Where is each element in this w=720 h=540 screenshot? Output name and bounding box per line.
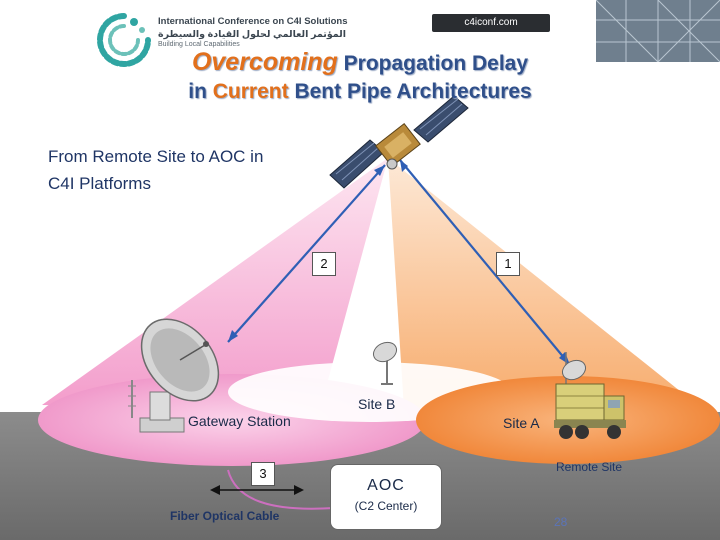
hop-2-label: 2: [312, 252, 336, 276]
header-decoration: [596, 0, 720, 62]
page-number: 28: [554, 515, 568, 529]
fiber-arrow-right: [294, 485, 304, 495]
link-2-arrow-up: [374, 165, 385, 176]
subtitle-line1: From Remote Site to AOC in: [48, 147, 264, 166]
slide-title-line1: Overcoming Propagation Delay: [0, 48, 720, 77]
fiber-optical-cable-label: Fiber Optical Cable: [170, 509, 280, 523]
site-b-dish-icon: [372, 341, 398, 385]
conference-name-en: International Conference on C4I Solution…: [158, 16, 348, 27]
site-a-label: Site A: [503, 415, 540, 431]
gateway-station-label: Gateway Station: [188, 413, 291, 429]
fiber-cable: [227, 469, 335, 510]
link-1: [399, 159, 571, 366]
title-pre-line2: in: [188, 80, 213, 103]
conference-tagline: Building Local Capabilities: [158, 41, 240, 48]
title-rest-line2: Bent Pipe Architectures: [288, 80, 532, 103]
gateway-beam: [42, 158, 388, 410]
link-2: [227, 164, 386, 343]
conference-name-ar: المؤتمر العالمي لحلول القيادة والسيطرة: [158, 29, 346, 40]
link-1-arrow-up: [400, 160, 408, 172]
aoc-title: AOC: [367, 477, 405, 494]
title-highlight-overcoming: Overcoming: [191, 48, 338, 76]
remote-vehicle-icon: [554, 352, 626, 439]
link-1-arrow-down: [559, 352, 570, 365]
subtitle-line2: C4I Platforms: [48, 174, 151, 193]
slide-subtitle: From Remote Site to AOC in C4I Platforms: [48, 143, 348, 197]
conference-logo-icon: [97, 13, 151, 67]
remote-site-label: Remote Site: [556, 460, 623, 474]
fiber-arrow-left: [210, 485, 220, 495]
slide-title-line2: in Current Bent Pipe Architectures: [0, 80, 720, 104]
title-highlight-current: Current: [212, 80, 289, 103]
satellite-icon: [329, 95, 469, 189]
title-rest-line1: Propagation Delay: [337, 52, 529, 75]
conference-url[interactable]: c4iconf.com: [432, 14, 550, 32]
aoc-box: AOC (C2 Center): [330, 464, 442, 530]
aoc-subtitle: (C2 Center): [354, 499, 418, 513]
remote-beam: [388, 158, 710, 425]
link-2-arrow-down: [228, 330, 238, 342]
site-b-label: Site B: [358, 396, 396, 412]
hop-1-label: 1: [496, 252, 520, 276]
hop-3-label: 3: [251, 462, 275, 486]
gateway-dish-icon: [128, 318, 220, 433]
